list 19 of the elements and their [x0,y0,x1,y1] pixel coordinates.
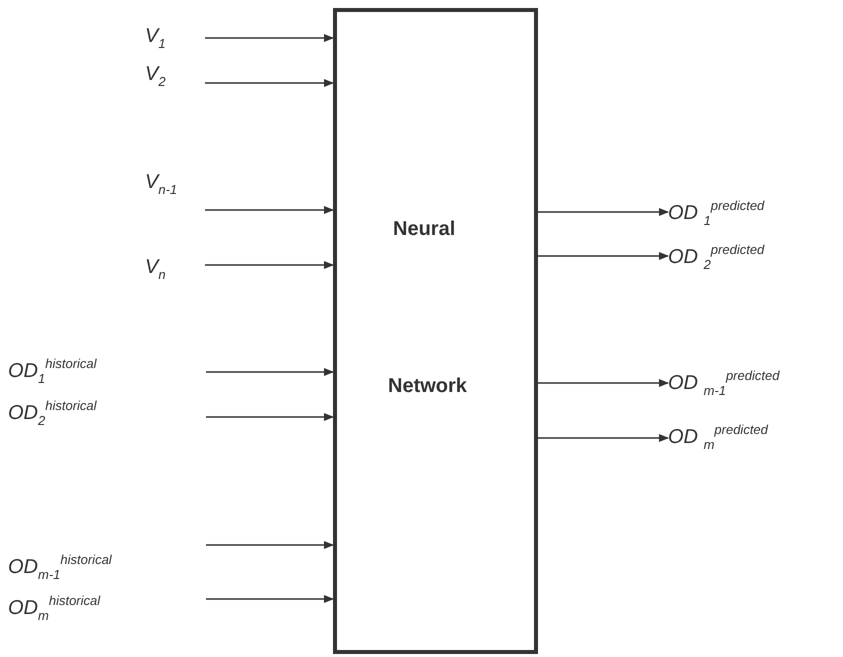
arrow [205,79,334,87]
arrow [205,261,334,269]
variable-label: V$_{2}$ [145,62,166,91]
neural-network-box [333,8,538,654]
arrow [538,208,669,216]
arrow [538,379,669,387]
variable-label: V$_{n}$ [145,255,166,284]
arrow [206,368,334,376]
box-label: Network [388,375,467,398]
box-label: Neural [393,218,456,241]
arrow [538,434,669,442]
variable-label: V$_{n-1}$ [145,170,178,199]
arrow [206,413,334,421]
arrow [205,34,334,42]
arrow [206,541,334,549]
arrow [538,252,669,260]
arrow [205,206,334,214]
variable-label: V$_{1}$ [145,24,166,53]
arrow [206,595,334,603]
